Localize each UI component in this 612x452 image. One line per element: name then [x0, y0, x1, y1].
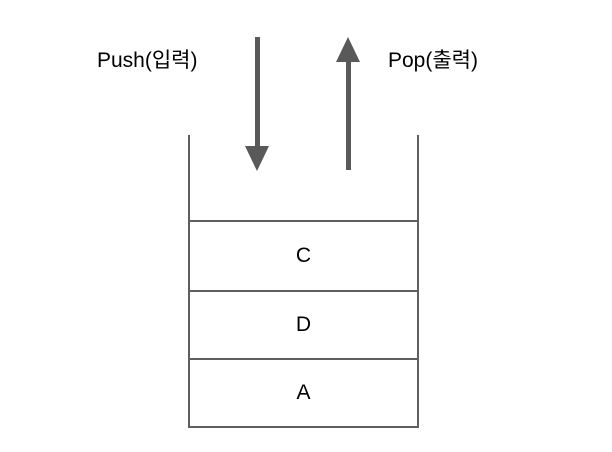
stack-item: C — [190, 220, 417, 290]
pop-label: Pop(출력) — [388, 49, 478, 72]
pop-arrowhead — [336, 37, 360, 62]
stack-item-label: C — [295, 244, 312, 267]
pop-arrow-shaft — [345, 62, 351, 170]
stack-item: A — [190, 358, 417, 426]
stack-container: C D A — [188, 135, 419, 428]
push-down-arrow-icon — [245, 37, 269, 171]
push-arrow-shaft — [254, 37, 260, 146]
pop-up-arrow-icon — [336, 37, 360, 170]
stack-item: D — [190, 290, 417, 358]
stack-item-label: A — [296, 381, 311, 404]
push-label: Push(입력) — [97, 49, 198, 72]
stack-item-label: D — [295, 313, 312, 336]
